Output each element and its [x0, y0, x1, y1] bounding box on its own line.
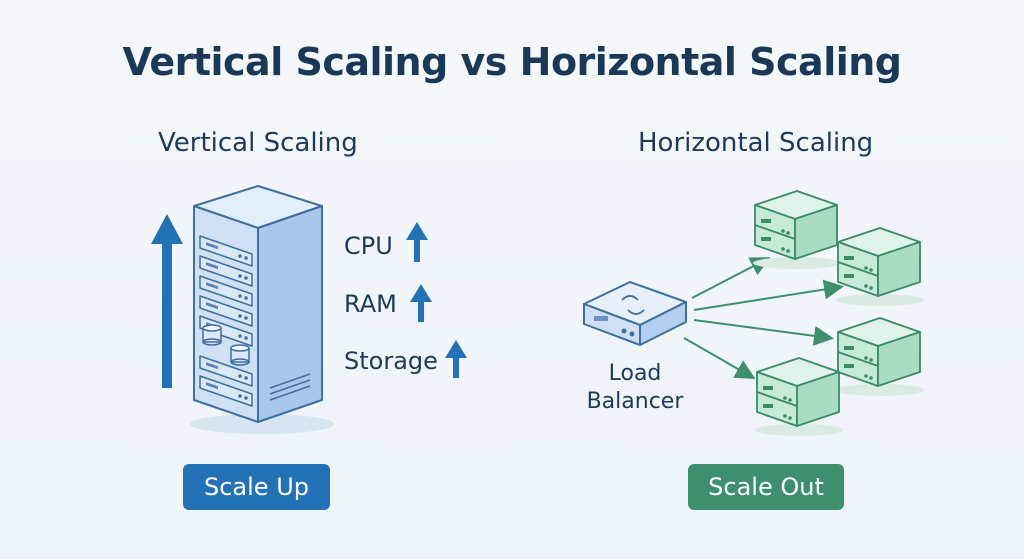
load-balancer-icon	[583, 281, 687, 346]
scale-up-badge: Scale Up	[183, 464, 330, 510]
server-1-icon	[753, 190, 841, 269]
storage-label: Storage	[344, 347, 438, 375]
distribution-arrows	[683, 257, 844, 379]
server-3-icon	[836, 317, 924, 396]
ram-label: RAM	[344, 290, 397, 318]
server-2-icon	[836, 227, 924, 306]
ram-up-arrow-icon	[410, 284, 432, 322]
tower-server-icon	[190, 185, 334, 434]
load-balancer-label-line2: Balancer	[586, 389, 684, 414]
vertical-scaling-title: Vertical Scaling	[158, 128, 358, 158]
load-balancer-label: Load Balancer	[570, 360, 700, 416]
server-4-icon	[755, 357, 843, 436]
storage-up-arrow-icon	[445, 340, 467, 378]
scale-up-arrow-icon	[151, 214, 183, 388]
cpu-up-arrow-icon	[406, 222, 428, 262]
horizontal-scaling-title: Horizontal Scaling	[638, 128, 874, 158]
cpu-label: CPU	[344, 232, 393, 260]
load-balancer-label-line1: Load	[608, 361, 662, 386]
scale-out-badge: Scale Out	[688, 464, 844, 510]
page-title: Vertical Scaling vs Horizontal Scaling	[122, 40, 903, 84]
